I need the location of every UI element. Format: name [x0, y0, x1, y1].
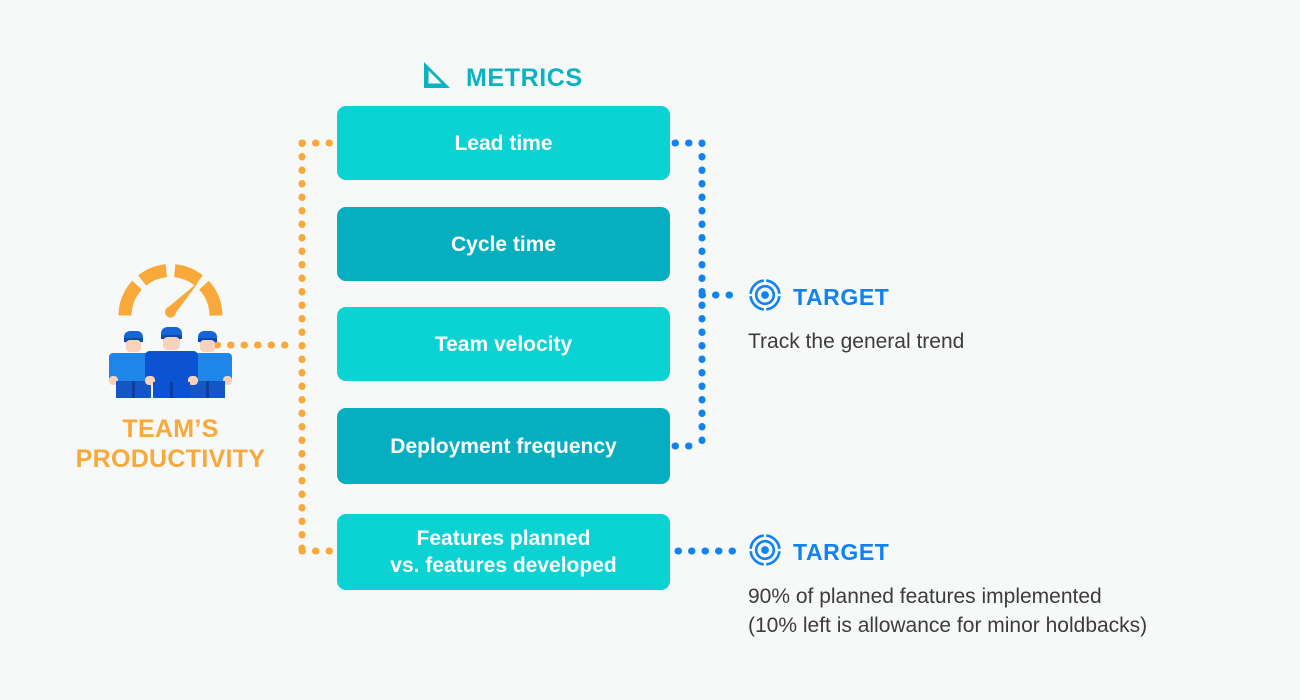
metric-box-label: Features planned vs. features developed	[390, 527, 617, 577]
team-label-line-2: PRODUCTIVITY	[75, 445, 266, 473]
target-block-trend: TARGET Track the general trend	[748, 278, 964, 356]
triangle-ruler-icon	[420, 60, 454, 97]
metric-box-features-planned-vs-developed[interactable]: Features planned vs. features developed	[337, 514, 670, 590]
metric-box-label: Team velocity	[434, 332, 573, 356]
bullseye-target-icon	[748, 278, 782, 317]
metric-box-deployment-frequency[interactable]: Deployment frequency	[337, 408, 670, 484]
metric-box-label: Deployment frequency	[390, 434, 617, 458]
team-people-icon	[58, 322, 283, 398]
target-heading-label: TARGET	[793, 284, 890, 310]
metrics-heading-label: METRICS	[466, 64, 583, 92]
metric-box-label: Cycle time	[450, 232, 557, 256]
target-heading-label: TARGET	[793, 539, 890, 565]
metric-box-cycle-time[interactable]: Cycle time	[337, 207, 670, 281]
metric-box-label: Lead time	[454, 131, 553, 155]
team-productivity-block: TEAM’S PRODUCTIVITY	[58, 262, 283, 474]
target-block-features: TARGET 90% of planned features implement…	[748, 533, 1147, 640]
team-label-line-1: TEAM’S	[122, 415, 219, 443]
gauge-icon	[58, 262, 283, 320]
target-description: Track the general trend	[748, 330, 965, 353]
bullseye-target-icon	[748, 533, 782, 572]
metric-box-team-velocity[interactable]: Team velocity	[337, 307, 670, 381]
target-heading: TARGET	[748, 533, 1147, 572]
target-description: 90% of planned features implemented (10%…	[748, 585, 1148, 637]
metrics-heading: METRICS	[420, 60, 583, 97]
team-productivity-label: TEAM’S PRODUCTIVITY	[58, 414, 283, 474]
metric-box-lead-time[interactable]: Lead time	[337, 106, 670, 180]
target-heading: TARGET	[748, 278, 964, 317]
